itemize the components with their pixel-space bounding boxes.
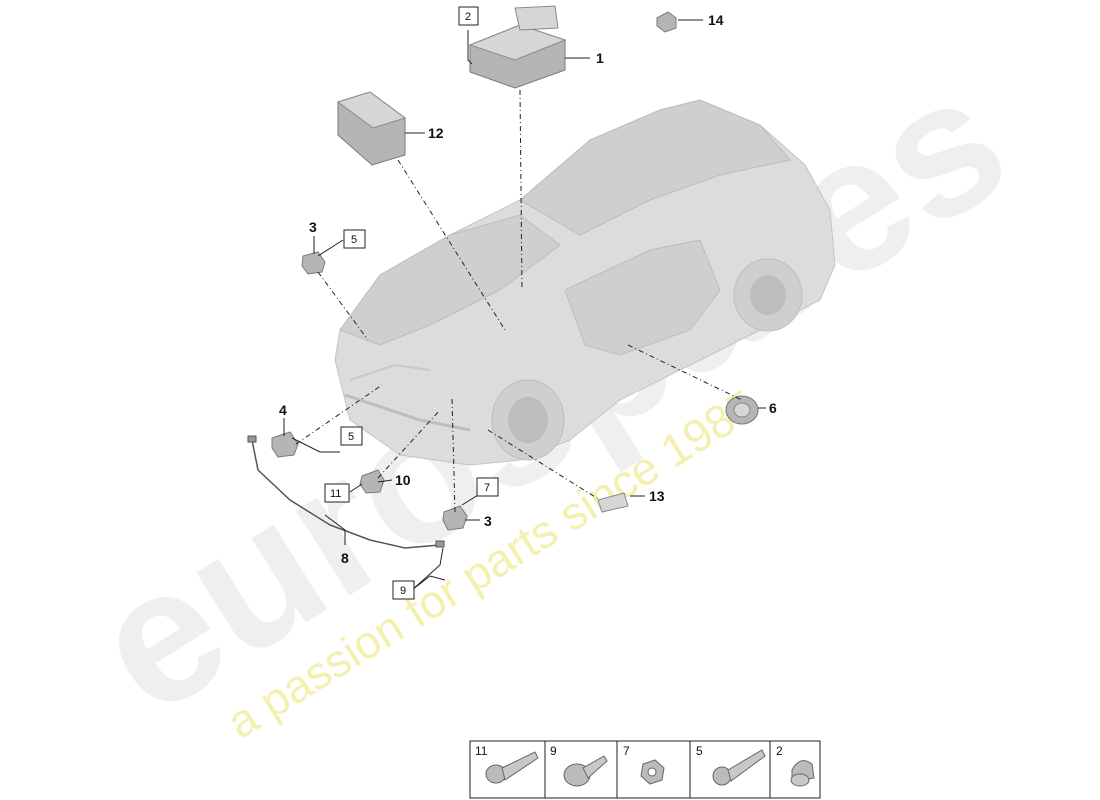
legend-cell-5: 5 [696,744,766,786]
svg-text:5: 5 [351,234,357,246]
leader-dash-lines [295,89,743,513]
boxed-ref-7: 7 [476,477,499,497]
part-connector-14[interactable] [656,11,677,33]
part-wiring-harness-8[interactable] [247,435,445,549]
callout-13: 13 [649,488,665,504]
svg-text:9: 9 [400,585,406,597]
bolt-flange-icon [485,751,539,784]
legend-cell-2: 2 [776,744,815,787]
part-sensor-10[interactable] [359,469,385,494]
boxed-ref-9: 9 [392,580,415,600]
hex-nut-icon [640,759,665,785]
part-bracket-13[interactable] [597,492,629,513]
svg-text:11: 11 [330,488,341,500]
bolt-torx-icon [712,749,766,786]
leader-lines [283,19,766,591]
callout-1: 1 [596,50,604,66]
legend-cell-7: 7 [623,744,665,785]
svg-text:9: 9 [550,744,557,758]
svg-text:11: 11 [475,744,488,758]
boxed-ref-5-lower: 5 [340,426,363,446]
callout-8: 8 [341,550,349,566]
part-sensor-3-lower[interactable] [442,505,468,531]
svg-text:5: 5 [696,744,703,758]
boxed-ref-2: 2 [458,6,479,26]
part-sensor-6[interactable] [725,395,759,425]
fastener-legend: 11 9 7 5 [469,740,821,799]
callout-14: 14 [708,12,724,28]
screw-washer-icon [563,755,608,787]
legend-cell-11: 11 [475,744,539,784]
callout-3-lower: 3 [484,513,492,529]
part-sensor-4[interactable] [271,431,299,458]
callout-3-upper: 3 [309,219,317,235]
boxed-ref-11: 11 [324,483,350,503]
part-control-unit-1[interactable] [468,5,567,89]
legend-cell-9: 9 [550,744,608,787]
cap-nut-icon [790,760,815,787]
svg-text:2: 2 [465,11,471,23]
svg-text:5: 5 [348,431,354,443]
part-sensor-3-upper[interactable] [301,251,326,275]
callout-6: 6 [769,400,777,416]
part-sensor-module-12[interactable] [336,91,407,166]
callout-4: 4 [279,402,287,418]
svg-text:7: 7 [484,482,490,494]
svg-text:7: 7 [623,744,630,758]
car-illustration [334,99,836,466]
callout-10: 10 [395,472,411,488]
callout-12: 12 [428,125,444,141]
boxed-ref-5-upper: 5 [343,229,366,249]
svg-text:2: 2 [776,744,783,758]
